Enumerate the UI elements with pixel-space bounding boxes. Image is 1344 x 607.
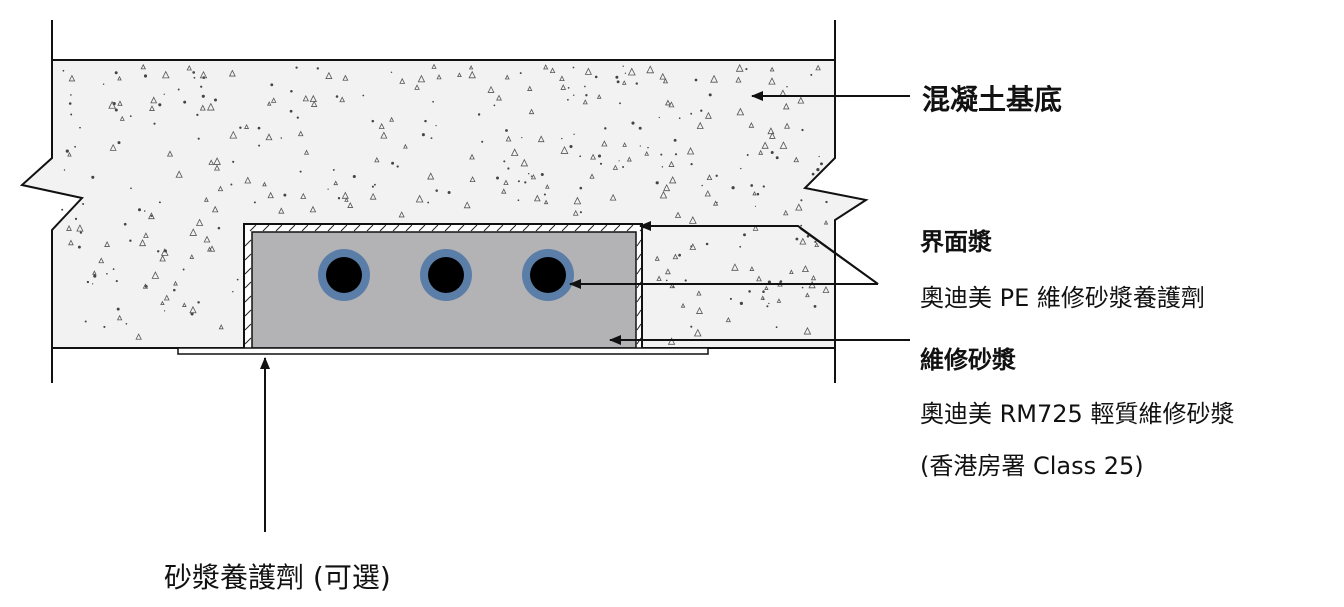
rebar-1 — [318, 249, 370, 301]
curing-compound-layer — [177, 347, 709, 355]
rebar-3 — [522, 249, 574, 301]
aggregate-speckles — [61, 63, 830, 345]
label-mortar-spec: (香港房署 Class 25) — [920, 452, 1144, 480]
leader-bonding-branch — [799, 227, 879, 285]
label-bonding-title: 界面漿 — [920, 228, 992, 256]
label-substrate: 混凝土基底 — [922, 83, 1063, 116]
label-mortar-title: 維修砂漿 — [920, 346, 1016, 374]
label-mortar-product: 奧迪美 RM725 輕質維修砂漿 — [920, 400, 1235, 428]
label-curing: 砂漿養護劑 (可選) — [164, 561, 391, 594]
label-bonding-product: 奧迪美 PE 維修砂漿養護劑 — [920, 284, 1205, 312]
rebar-2 — [420, 249, 472, 301]
